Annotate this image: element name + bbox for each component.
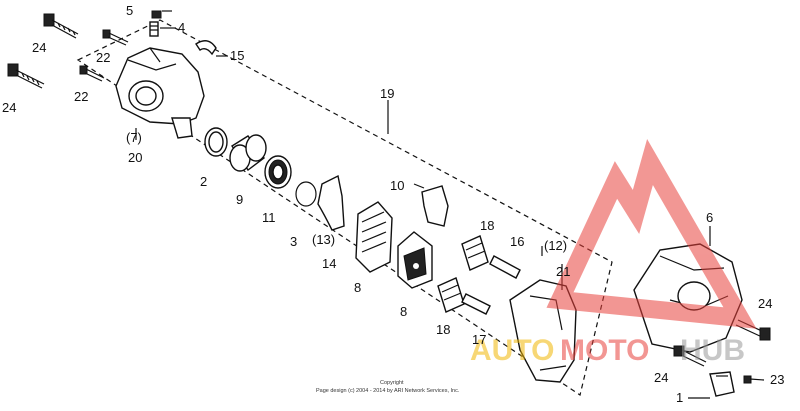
boot-lower xyxy=(437,277,465,313)
callout-24-right: 24 xyxy=(758,296,772,311)
callout-3: 3 xyxy=(290,234,297,249)
o-ring xyxy=(295,181,317,207)
dust-seal xyxy=(264,155,292,189)
bolt-bottom xyxy=(673,345,707,367)
assembly-boundary xyxy=(76,19,613,396)
callout-7: (7) xyxy=(126,130,142,145)
brake-pad-lower xyxy=(397,231,433,289)
bolt-23 xyxy=(743,375,765,384)
callout-5: 5 xyxy=(126,3,133,18)
boot-upper xyxy=(461,235,489,271)
callout-9: 9 xyxy=(236,192,243,207)
pad-shim xyxy=(317,174,345,231)
callout-17: 17 xyxy=(472,332,486,347)
watermark-word-moto: MOTO xyxy=(560,334,649,367)
callout-11: 11 xyxy=(262,210,276,225)
callout-20: 20 xyxy=(128,150,142,165)
callout-6: 6 xyxy=(706,210,713,225)
callout-8-upper: 8 xyxy=(354,280,361,295)
callout-12: (12) xyxy=(544,238,567,253)
bleed-screw xyxy=(149,21,159,37)
callout-18-lower: 18 xyxy=(436,322,450,337)
caliper-body-left xyxy=(115,47,205,139)
watermark-logo: AUTO MOTO HUB xyxy=(470,138,757,367)
callout-4: 4 xyxy=(178,20,185,35)
bolt-mid-left xyxy=(7,63,45,89)
watermark-word-auto: AUTO xyxy=(470,334,554,367)
callout-23: 23 xyxy=(770,372,784,387)
callout-24-top-left: 24 xyxy=(32,40,46,55)
slide-pin-upper xyxy=(489,255,521,279)
callout-19: 19 xyxy=(380,86,394,101)
slide-pin-lower xyxy=(461,293,491,315)
callout-8-lower: 8 xyxy=(400,304,407,319)
bleed-cap xyxy=(151,10,162,19)
brake-pad-upper xyxy=(355,201,393,273)
callout-18-upper: 18 xyxy=(480,218,494,233)
callout-14: 14 xyxy=(322,256,336,271)
callout-1: 1 xyxy=(676,390,683,405)
callout-10: 10 xyxy=(390,178,404,193)
callout-21: 21 xyxy=(556,264,570,279)
pad-retainer xyxy=(421,185,449,227)
callout-22-lower: 22 xyxy=(74,89,88,104)
callout-15: 15 xyxy=(230,48,244,63)
copyright-line-1: Copyright xyxy=(380,380,404,386)
callout-22-upper: 22 xyxy=(96,50,110,65)
bolt-top-left xyxy=(43,13,79,39)
bolt-22-upper xyxy=(102,29,129,46)
pad-spring xyxy=(195,40,217,56)
callout-24-bottom: 24 xyxy=(654,370,668,385)
callout-24-mid-left: 24 xyxy=(2,100,16,115)
copyright-line-2: Page design (c) 2004 - 2014 by ARI Netwo… xyxy=(316,388,460,394)
callout-13: (13) xyxy=(312,232,335,247)
callout-16: 16 xyxy=(510,234,524,249)
watermark-triangle xyxy=(546,138,757,329)
piston xyxy=(229,134,267,172)
bracket-plate xyxy=(709,371,735,397)
seal-ring xyxy=(204,127,228,157)
bolt-22-lower xyxy=(79,65,105,82)
callout-2: 2 xyxy=(200,174,207,189)
watermark-word-hub: HUB xyxy=(680,334,745,367)
